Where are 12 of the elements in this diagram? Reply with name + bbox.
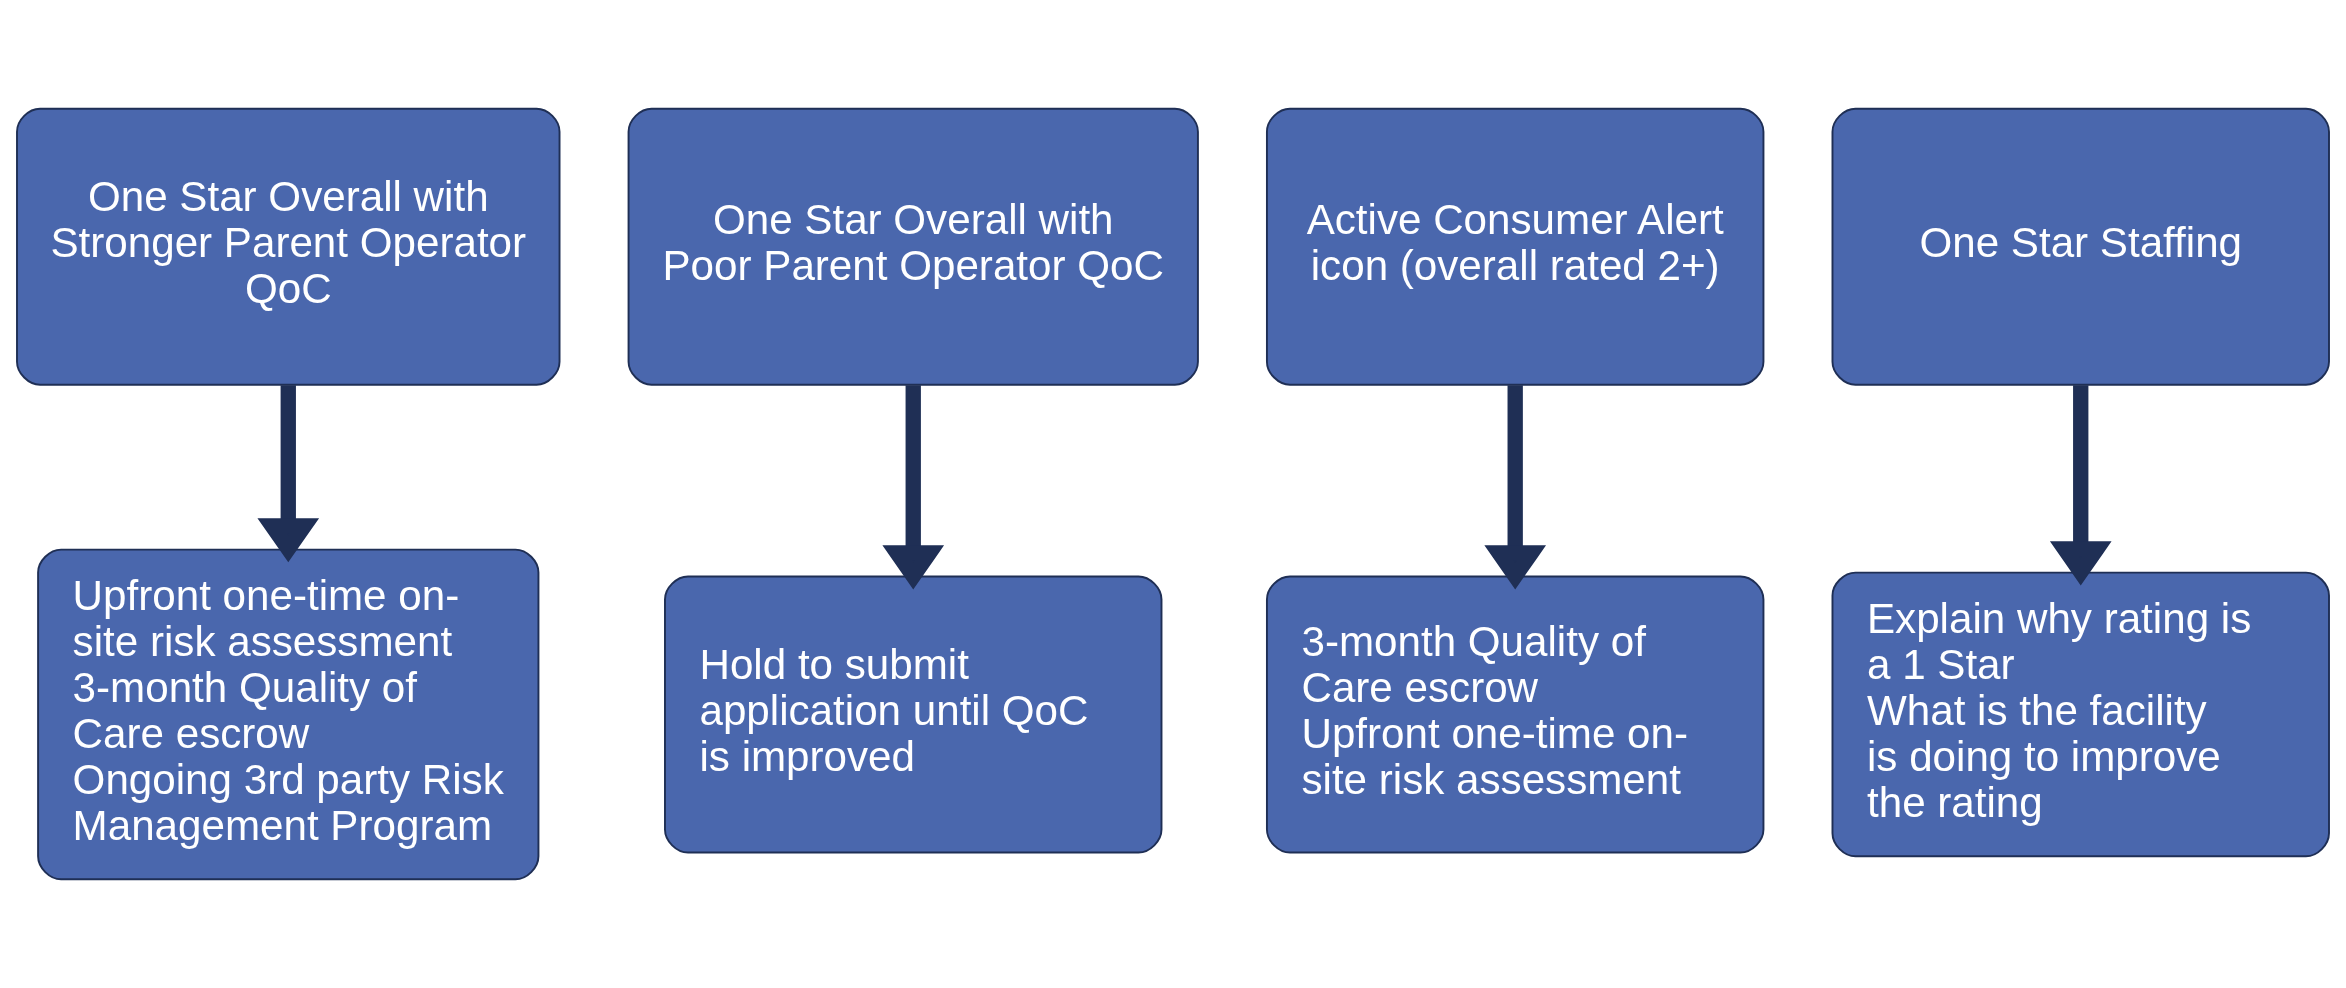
arrow	[882, 385, 945, 590]
node-box: One Star Overall with Poor Parent Operator QoC	[627, 107, 1199, 386]
node-box: Explain why rating is a 1 Star What is the facility is doing to improve the rating	[1831, 571, 2330, 858]
node-box: Upfront one-time on-site risk assessment 3-month Quality of Care escrow Ongoing 3rd party Risk Management Program	[37, 548, 540, 881]
arrow	[257, 385, 320, 563]
node-box: One Star Staffing	[1831, 107, 2330, 386]
node-box: Active Consumer Alert icon (overall rated 2+)	[1266, 107, 1765, 386]
arrow	[1484, 385, 1547, 590]
node-box: Hold to submit application until QoC is improved	[664, 575, 1163, 854]
node-box: 3-month Quality of Care escrow Upfront one-time on-site risk assessment	[1266, 575, 1765, 854]
node-box: One Star Overall with Stronger Parent Operator QoC	[16, 107, 561, 386]
arrow	[2049, 385, 2112, 586]
